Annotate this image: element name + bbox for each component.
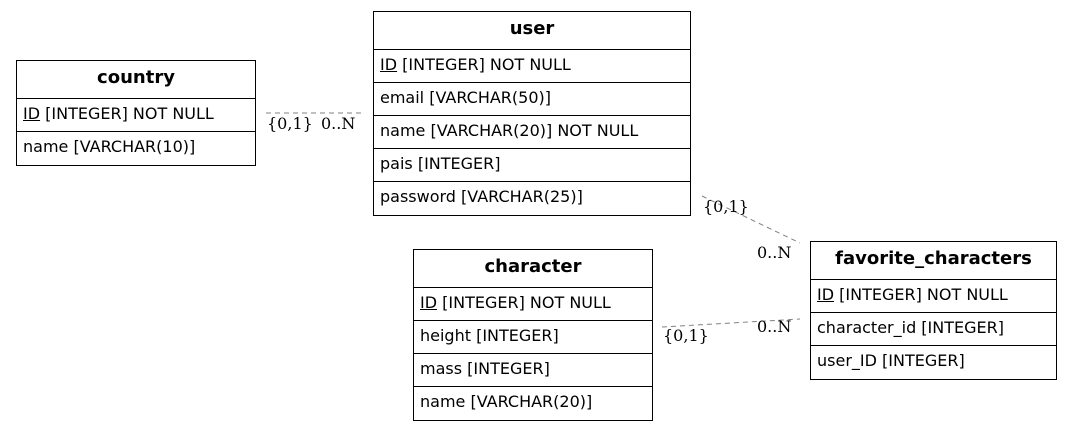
primary-key-name: ID: [380, 55, 398, 74]
card-character-favorite-from: {0,1}: [663, 326, 709, 345]
field-row: height [INTEGER]: [414, 321, 652, 354]
field-name: password [VARCHAR(25)]: [380, 187, 583, 206]
field-type: [INTEGER] NOT NULL: [40, 104, 214, 123]
field-type: [INTEGER] NOT NULL: [397, 55, 571, 74]
field-name: mass [INTEGER]: [420, 359, 550, 378]
field-row: mass [INTEGER]: [414, 354, 652, 387]
entity-country: country ID [INTEGER] NOT NULL name [VARC…: [16, 60, 256, 166]
entity-title: user: [374, 12, 690, 50]
field-name: name [VARCHAR(10)]: [23, 137, 196, 156]
entity-favorite-characters: favorite_characters ID [INTEGER] NOT NUL…: [810, 241, 1057, 380]
entity-title: favorite_characters: [811, 242, 1056, 280]
field-name: user_ID [INTEGER]: [817, 351, 965, 370]
card-country-user-to: 0..N: [321, 114, 355, 133]
primary-key-name: ID: [817, 285, 835, 304]
field-row: pais [INTEGER]: [374, 149, 690, 182]
card-character-favorite-to: 0..N: [757, 317, 791, 336]
field-name: name [VARCHAR(20)]: [420, 392, 593, 411]
field-row: name [VARCHAR(20)]: [414, 387, 652, 420]
field-type: [INTEGER] NOT NULL: [437, 293, 611, 312]
field-row: password [VARCHAR(25)]: [374, 182, 690, 215]
card-country-user-from: {0,1}: [267, 114, 313, 133]
entity-user: user ID [INTEGER] NOT NULL email [VARCHA…: [373, 11, 691, 216]
field-row: ID [INTEGER] NOT NULL: [811, 280, 1056, 313]
field-name: name [VARCHAR(20)] NOT NULL: [380, 121, 639, 140]
field-name: height [INTEGER]: [420, 326, 559, 345]
field-row: user_ID [INTEGER]: [811, 346, 1056, 379]
entity-title: character: [414, 250, 652, 288]
entity-title: country: [17, 61, 255, 99]
field-type: [INTEGER] NOT NULL: [834, 285, 1008, 304]
field-row: email [VARCHAR(50)]: [374, 83, 690, 116]
primary-key-name: ID: [23, 104, 41, 123]
field-row: ID [INTEGER] NOT NULL: [17, 99, 255, 132]
primary-key-name: ID: [420, 293, 438, 312]
field-name: character_id [INTEGER]: [817, 318, 1004, 337]
link-user-favorite: [701, 195, 801, 244]
card-user-favorite-to: 0..N: [757, 243, 791, 262]
field-row: ID [INTEGER] NOT NULL: [414, 288, 652, 321]
field-name: pais [INTEGER]: [380, 154, 501, 173]
field-row: name [VARCHAR(10)]: [17, 132, 255, 165]
entity-character: character ID [INTEGER] NOT NULL height […: [413, 249, 653, 421]
field-row: ID [INTEGER] NOT NULL: [374, 50, 690, 83]
card-user-favorite-from: {0,1}: [703, 197, 749, 216]
field-row: name [VARCHAR(20)] NOT NULL: [374, 116, 690, 149]
field-name: email [VARCHAR(50)]: [380, 88, 551, 107]
field-row: character_id [INTEGER]: [811, 313, 1056, 346]
